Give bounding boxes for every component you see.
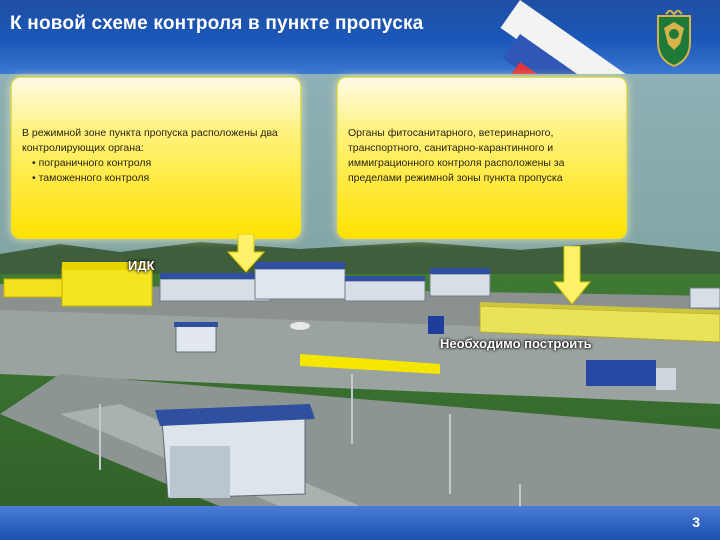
header-bar: К новой схеме контроля в пункте пропуска xyxy=(0,0,720,74)
building-to-build-roof xyxy=(480,302,720,314)
customs-roof-2 xyxy=(255,262,345,269)
customs-building-1 xyxy=(159,278,271,302)
control-bodies-list: пограничного контроля таможенного контро… xyxy=(22,156,290,186)
idk-building-small xyxy=(3,278,65,298)
front-building-annex xyxy=(170,446,230,498)
customs-building-2 xyxy=(254,268,346,300)
building-far-right xyxy=(689,287,720,309)
truck-blue-1 xyxy=(428,316,444,334)
truck-trailer xyxy=(586,360,656,386)
arrow-down-left-icon xyxy=(226,234,266,273)
highlight-path xyxy=(300,354,440,374)
customs-building-4 xyxy=(429,273,491,297)
customs-roof-3 xyxy=(345,276,425,281)
callout-left: В режимной зоне пункта пропуска располож… xyxy=(12,78,300,238)
callout-left-text: В режимной зоне пункта пропуска располож… xyxy=(22,126,290,186)
truck-cab xyxy=(656,368,676,390)
footer-bar: 3 xyxy=(0,506,720,540)
customs-emblem-icon xyxy=(657,10,691,68)
callout-right: Органы фитосанитарного, ветеринарного, т… xyxy=(338,78,626,238)
customs-roof-4 xyxy=(430,268,490,274)
car xyxy=(290,322,310,330)
list-item: таможенного контроля xyxy=(32,171,290,186)
arrow-down-right-icon xyxy=(552,246,592,305)
customs-building-3 xyxy=(344,280,426,302)
page-number: 3 xyxy=(692,514,700,530)
booth xyxy=(175,325,217,353)
callout-left-intro: В режимной зоне пункта пропуска располож… xyxy=(22,127,278,154)
front-building-roof xyxy=(155,404,315,426)
callout-right-text: Органы фитосанитарного, ветеринарного, т… xyxy=(348,127,565,184)
page-title: К новой схеме контроля в пункте пропуска xyxy=(10,13,424,34)
must-build-label: Необходимо построить xyxy=(440,336,592,351)
booth-roof xyxy=(174,322,218,327)
idk-label: ИДК xyxy=(128,258,155,273)
idk-roof xyxy=(62,262,152,270)
customs-roof-1 xyxy=(160,273,270,279)
idk-building-large xyxy=(61,267,153,307)
list-item: пограничного контроля xyxy=(32,156,290,171)
building-to-build xyxy=(479,305,720,343)
